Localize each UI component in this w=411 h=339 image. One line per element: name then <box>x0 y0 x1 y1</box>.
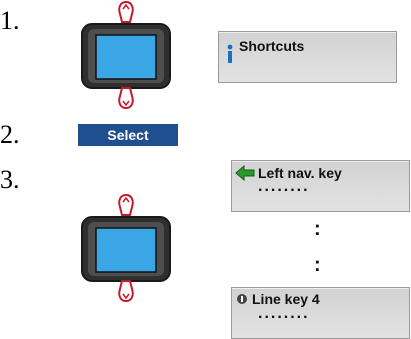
line-key-value: ........ <box>258 305 310 322</box>
finger-up-icon <box>118 193 134 216</box>
step-number-2: 2. <box>0 120 20 149</box>
step-number-1: 1. <box>0 6 20 35</box>
shortcuts-label: Shortcuts <box>239 38 305 54</box>
step-number-3: 3. <box>0 165 20 194</box>
left-nav-key-panel: Left nav. key ........ <box>231 160 410 212</box>
navigation-pad-device-2[interactable] <box>76 193 176 303</box>
select-button[interactable]: Select <box>78 124 178 146</box>
finger-down-icon <box>118 87 134 110</box>
navigation-pad-device[interactable] <box>76 0 176 110</box>
circle-bullet-icon <box>237 294 247 304</box>
ellipsis-2: : <box>314 254 321 276</box>
line-key-panel: Line key 4 ........ <box>231 287 410 339</box>
left-nav-key-value: ........ <box>258 178 310 195</box>
left-nav-key-label: Left nav. key <box>258 165 342 181</box>
shortcuts-panel: Shortcuts <box>218 31 397 83</box>
device-screen <box>95 227 157 273</box>
finger-up-icon <box>118 0 134 23</box>
ellipsis-1: : <box>314 218 321 240</box>
finger-down-icon <box>118 280 134 303</box>
device-screen <box>95 34 157 80</box>
line-key-label: Line key 4 <box>252 291 320 307</box>
arrow-left-icon <box>235 165 255 181</box>
info-icon <box>227 44 233 63</box>
